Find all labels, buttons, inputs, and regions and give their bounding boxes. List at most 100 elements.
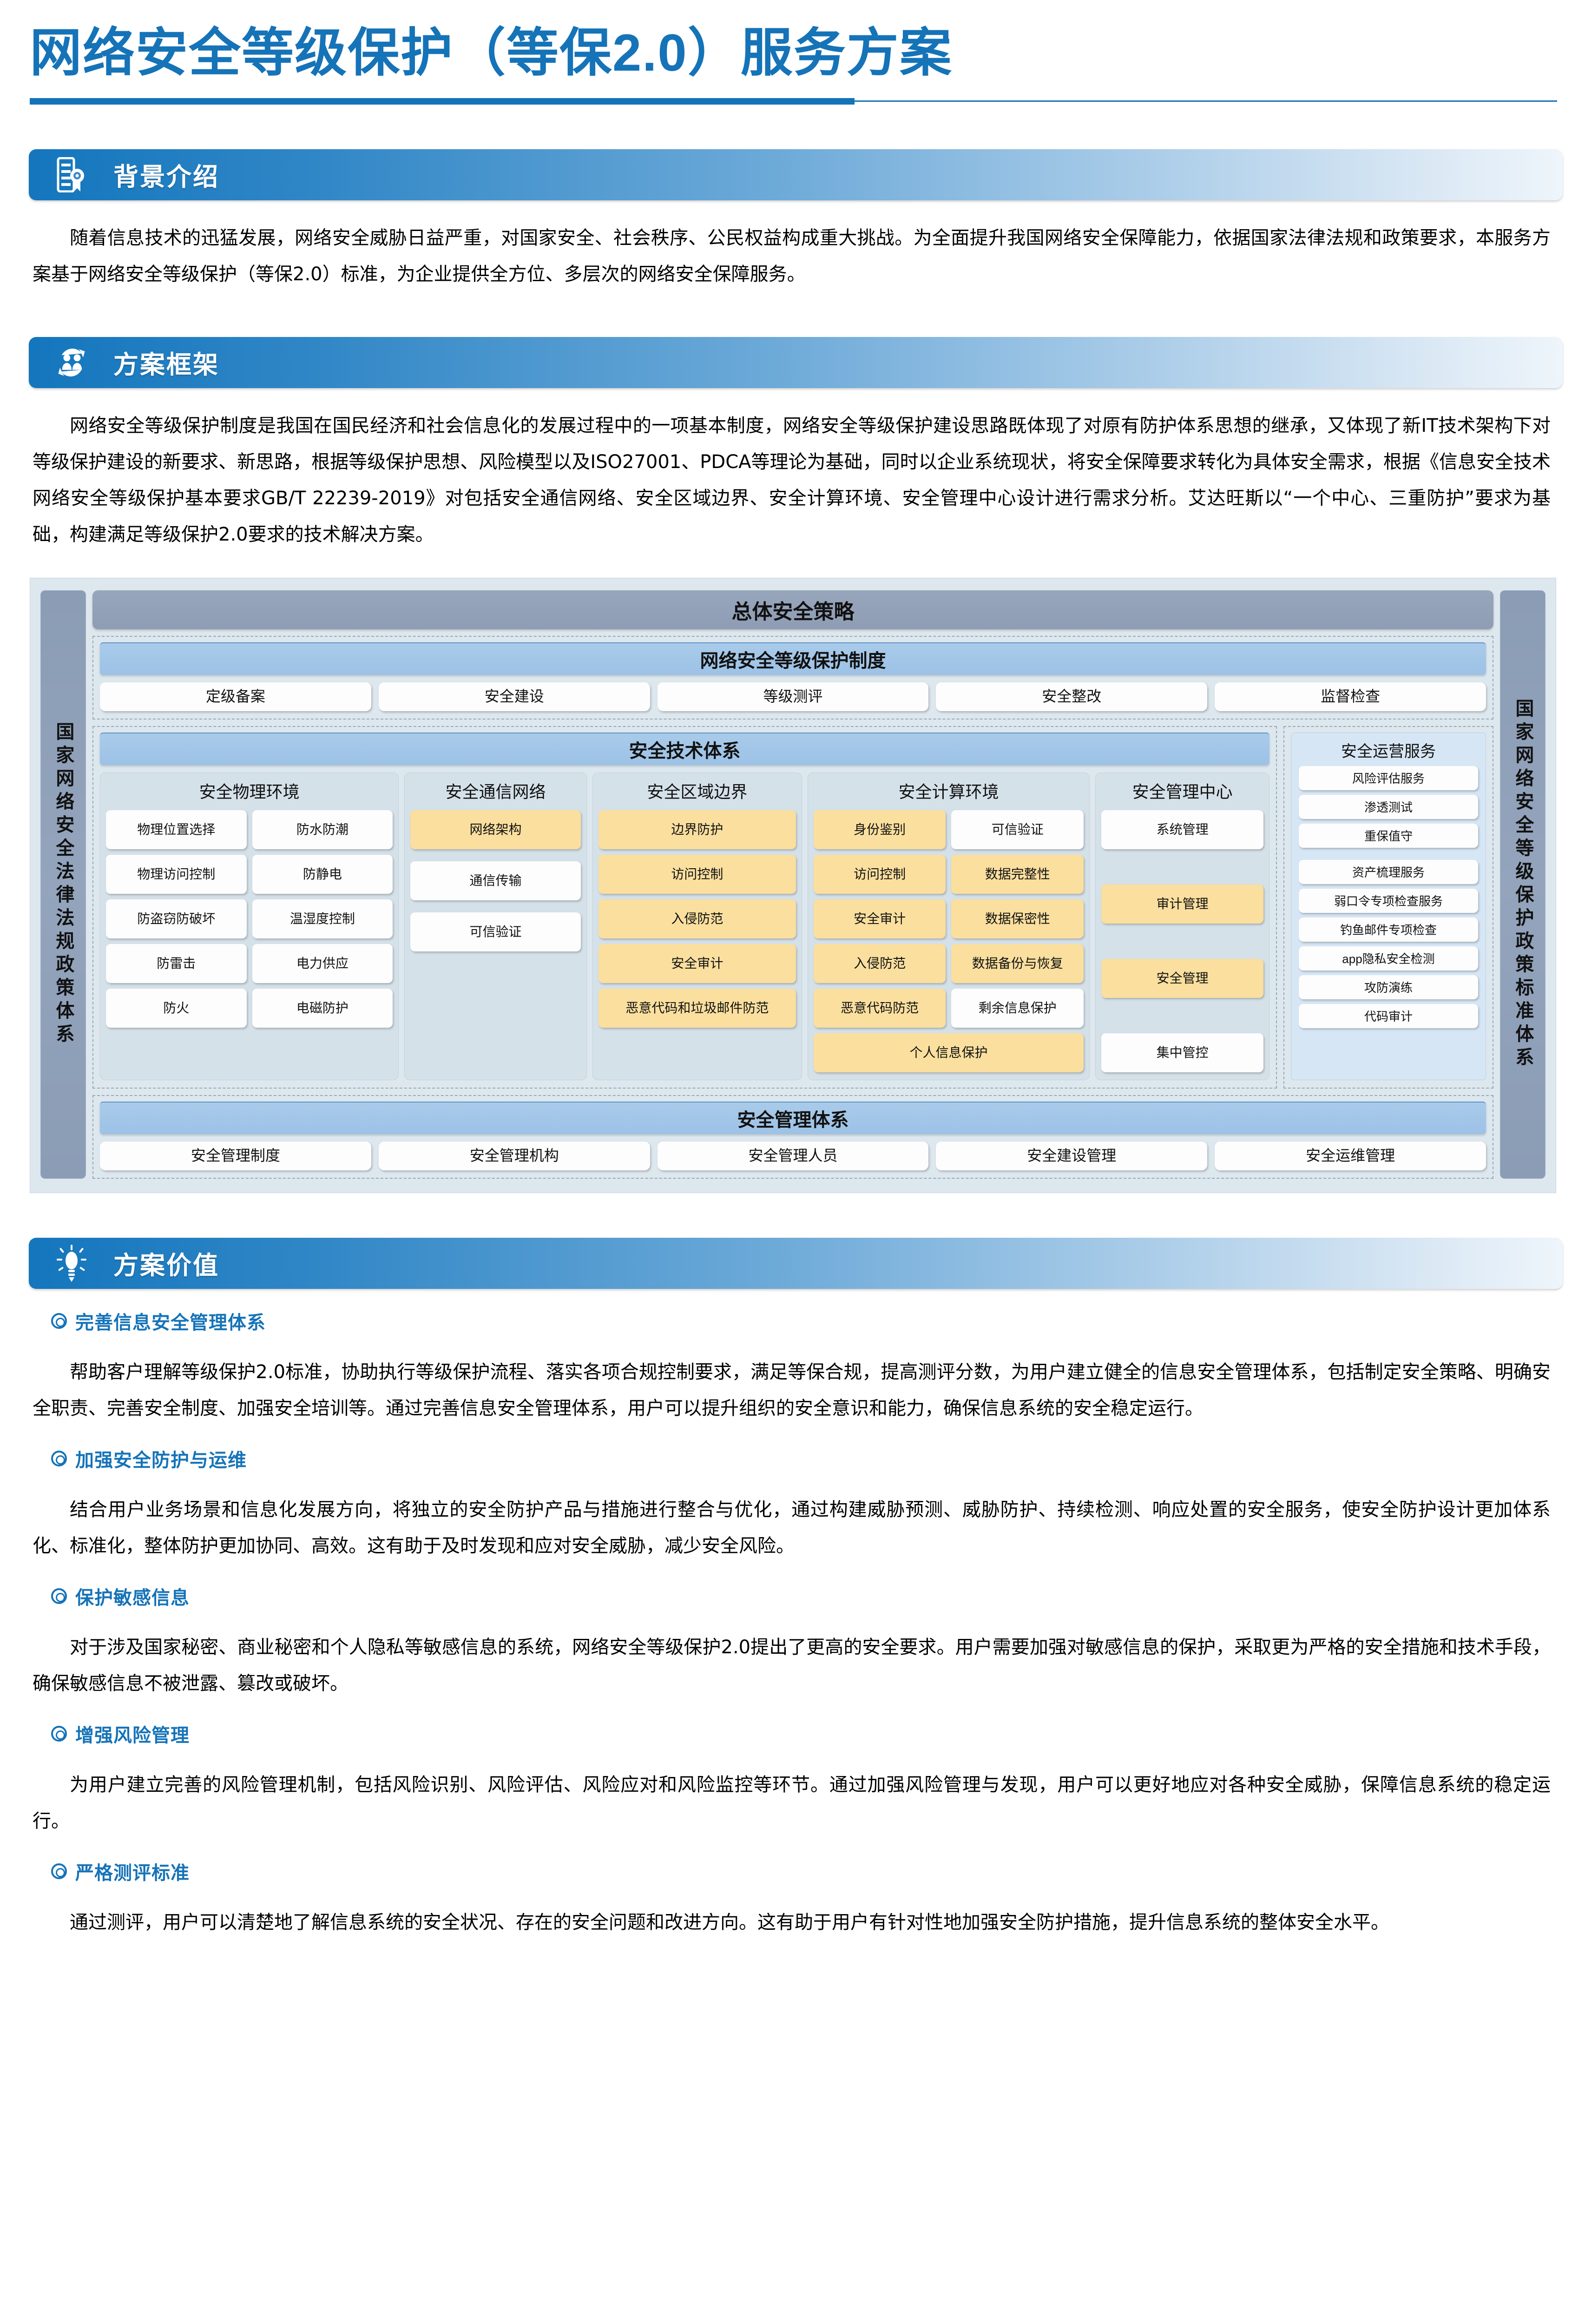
right-policy-band-label: 国家网络安全等级保护政策标准体系 <box>1512 698 1534 1070</box>
list-item[interactable]: 访问控制 <box>598 854 796 894</box>
list-item[interactable]: 防盗窃防破坏 <box>106 899 247 938</box>
list-item[interactable]: 电力供应 <box>252 944 393 983</box>
list-item[interactable]: 安全管理机构 <box>378 1141 650 1170</box>
list-item[interactable]: 代码审计 <box>1299 1004 1478 1028</box>
page-title-bold: 网络安全等级保护（等保2.0） <box>30 24 741 82</box>
list-item[interactable]: 可信验证 <box>951 810 1084 849</box>
protection-system-items: 定级备案 安全建设 等级测评 安全整改 监督检查 <box>100 682 1486 711</box>
list-item[interactable]: 安全管理制度 <box>100 1141 371 1170</box>
list-item[interactable]: 恶意代码防范 <box>813 988 946 1028</box>
list-item[interactable]: 温湿度控制 <box>252 899 393 938</box>
column-items: 物理位置选择 防水防潮 物理访问控制 防静电 防盗窃防破坏 温湿度控制 防雷击 … <box>106 810 393 1028</box>
list-item[interactable]: 防水防潮 <box>252 810 393 849</box>
list-item[interactable]: 身份鉴别 <box>813 810 946 849</box>
value-body-5: 通过测评，用户可以清楚地了解信息系统的安全状况、存在的安全问题和改进方向。这有助… <box>70 1911 1389 1933</box>
list-item[interactable]: 集中管控 <box>1101 1033 1263 1072</box>
list-item[interactable]: 数据保密性 <box>951 899 1084 938</box>
value-heading-label: 增强风险管理 <box>75 1725 190 1746</box>
list-item[interactable]: 边界防护 <box>598 810 796 849</box>
list-item[interactable]: 网络架构 <box>410 810 581 849</box>
architecture-diagram: 国家网络安全法律法规政策体系 总体安全策略 网络安全等级保护制度 定级备案 安全… <box>30 577 1556 1193</box>
list-item[interactable]: 风险评估服务 <box>1299 766 1478 790</box>
tech-column-physical: 安全物理环境 物理位置选择 防水防潮 物理访问控制 防静电 防盗窃防破坏 温湿度… <box>100 772 399 1080</box>
list-item[interactable]: 电磁防护 <box>252 988 393 1028</box>
list-item[interactable]: 个人信息保护 <box>813 1033 1084 1072</box>
list-item[interactable]: 等级测评 <box>657 682 929 711</box>
ops-services-title: 安全运营服务 <box>1341 742 1436 760</box>
list-item[interactable]: 攻防演练 <box>1299 975 1478 999</box>
list-item[interactable]: 恶意代码和垃圾邮件防范 <box>598 988 796 1028</box>
list-item[interactable]: 安全运维管理 <box>1215 1141 1486 1170</box>
ring-bullet-icon <box>51 1588 67 1604</box>
list-item[interactable]: 数据备份与恢复 <box>951 944 1084 983</box>
list-item[interactable]: 资产梳理服务 <box>1299 859 1478 884</box>
ring-bullet-icon <box>51 1863 67 1879</box>
list-item[interactable]: 通信传输 <box>410 861 581 900</box>
list-item[interactable]: 访问控制 <box>813 854 946 894</box>
list-item[interactable]: 弱口令专项检查服务 <box>1299 888 1478 913</box>
tech-and-ops-row: 安全技术体系 安全物理环境 物理位置选择 防水防潮 物理访问控制 防静电 防盗窃… <box>92 726 1493 1089</box>
list-item[interactable]: 物理访问控制 <box>106 854 247 894</box>
list-item[interactable]: 安全管理 <box>1101 958 1263 998</box>
column-title: 安全计算环境 <box>898 782 999 801</box>
list-item[interactable]: 入侵防范 <box>813 944 946 983</box>
lightbulb-icon <box>55 1244 88 1282</box>
list-item[interactable]: 钓鱼邮件专项检查 <box>1299 917 1478 942</box>
ring-bullet-icon <box>51 1313 67 1329</box>
column-title: 安全通信网络 <box>445 782 546 801</box>
protection-system-block: 网络安全等级保护制度 定级备案 安全建设 等级测评 安全整改 监督检查 <box>92 635 1493 720</box>
list-item[interactable]: 安全管理人员 <box>657 1141 929 1170</box>
list-item[interactable]: 安全建设管理 <box>936 1141 1208 1170</box>
list-item[interactable]: 监督检查 <box>1215 682 1486 711</box>
mgmt-system-block: 安全管理体系 安全管理制度 安全管理机构 安全管理人员 安全建设管理 安全运维管… <box>92 1095 1493 1179</box>
value-heading-3: 保护敏感信息 <box>51 1583 1585 1610</box>
list-item[interactable]: 物理位置选择 <box>106 810 247 849</box>
value-heading-label: 加强安全防护与运维 <box>75 1450 247 1471</box>
list-item[interactable]: 可信验证 <box>410 912 581 951</box>
column-title: 安全管理中心 <box>1132 782 1233 801</box>
section-header-background: 背景介绍 <box>29 149 1563 200</box>
tech-system-columns: 安全物理环境 物理位置选择 防水防潮 物理访问控制 防静电 防盗窃防破坏 温湿度… <box>100 772 1269 1080</box>
ops-services-block: 安全运营服务 风险评估服务 渗透测试 重保值守 资产梳理服务 弱口令专项检查服务… <box>1283 726 1493 1089</box>
list-item[interactable]: 剩余信息保护 <box>951 988 1084 1028</box>
title-divider <box>30 98 1557 105</box>
ops-group-separator <box>1299 852 1478 860</box>
value-heading-label: 完善信息安全管理体系 <box>75 1312 266 1333</box>
list-item[interactable]: 防雷击 <box>106 944 247 983</box>
protection-system-title: 网络安全等级保护制度 <box>100 642 1486 675</box>
diagram-center-column: 总体安全策略 网络安全等级保护制度 定级备案 安全建设 等级测评 安全整改 监督… <box>92 590 1493 1179</box>
value-heading-5: 严格测评标准 <box>51 1858 1585 1885</box>
value-body-4: 为用户建立完善的风险管理机制，包括风险识别、风险评估、风险应对和风险监控等环节。… <box>33 1774 1551 1832</box>
list-item[interactable]: 定级备案 <box>100 682 371 711</box>
list-item[interactable]: 数据完整性 <box>951 854 1084 894</box>
page-title: 网络安全等级保护（等保2.0）服务方案 <box>30 21 1557 85</box>
section-title: 方案框架 <box>113 351 219 379</box>
list-item[interactable]: app隐私安全检测 <box>1299 946 1478 971</box>
column-items: 网络架构 通信传输 可信验证 <box>410 810 581 951</box>
list-item[interactable]: 安全审计 <box>813 899 946 938</box>
tech-column-management-center: 安全管理中心 系统管理 审计管理 安全管理 集中管控 <box>1095 772 1269 1080</box>
tech-system-title: 安全技术体系 <box>100 732 1269 765</box>
value-body-2: 结合用户业务场景和信息化发展方向，将独立的安全防护产品与措施进行整合与优化，通过… <box>33 1499 1551 1557</box>
list-item[interactable]: 审计管理 <box>1101 884 1263 924</box>
value-heading-4: 增强风险管理 <box>51 1720 1585 1747</box>
list-item[interactable]: 安全审计 <box>598 944 796 983</box>
list-item[interactable]: 重保值守 <box>1299 823 1478 848</box>
value-heading-label: 保护敏感信息 <box>75 1587 190 1608</box>
section-title: 方案价值 <box>113 1252 219 1280</box>
list-item[interactable]: 渗透测试 <box>1299 794 1478 819</box>
section-title: 背景介绍 <box>113 163 219 191</box>
value-body-3: 对于涉及国家秘密、商业秘密和个人隐私等敏感信息的系统，网络安全等级保护2.0提出… <box>33 1636 1551 1694</box>
list-item[interactable]: 安全整改 <box>936 682 1208 711</box>
column-items: 身份鉴别 可信验证 访问控制 数据完整性 安全审计 数据保密性 入侵防范 数据备… <box>813 810 1084 1072</box>
framework-paragraph: 网络安全等级保护制度是我国在国民经济和社会信息化的发展过程中的一项基本制度，网络… <box>33 415 1551 545</box>
list-item[interactable]: 系统管理 <box>1101 810 1263 849</box>
list-item[interactable]: 安全建设 <box>378 682 650 711</box>
page-title-light: 服务方案 <box>740 24 953 82</box>
left-policy-band-label: 国家网络安全法律法规政策体系 <box>53 721 74 1047</box>
document-title-block: 网络安全等级保护（等保2.0）服务方案 <box>0 0 1585 85</box>
list-item[interactable]: 入侵防范 <box>598 899 796 938</box>
list-item[interactable]: 防火 <box>106 988 247 1028</box>
list-item[interactable]: 防静电 <box>252 854 393 894</box>
section-header-value: 方案价值 <box>29 1237 1563 1289</box>
